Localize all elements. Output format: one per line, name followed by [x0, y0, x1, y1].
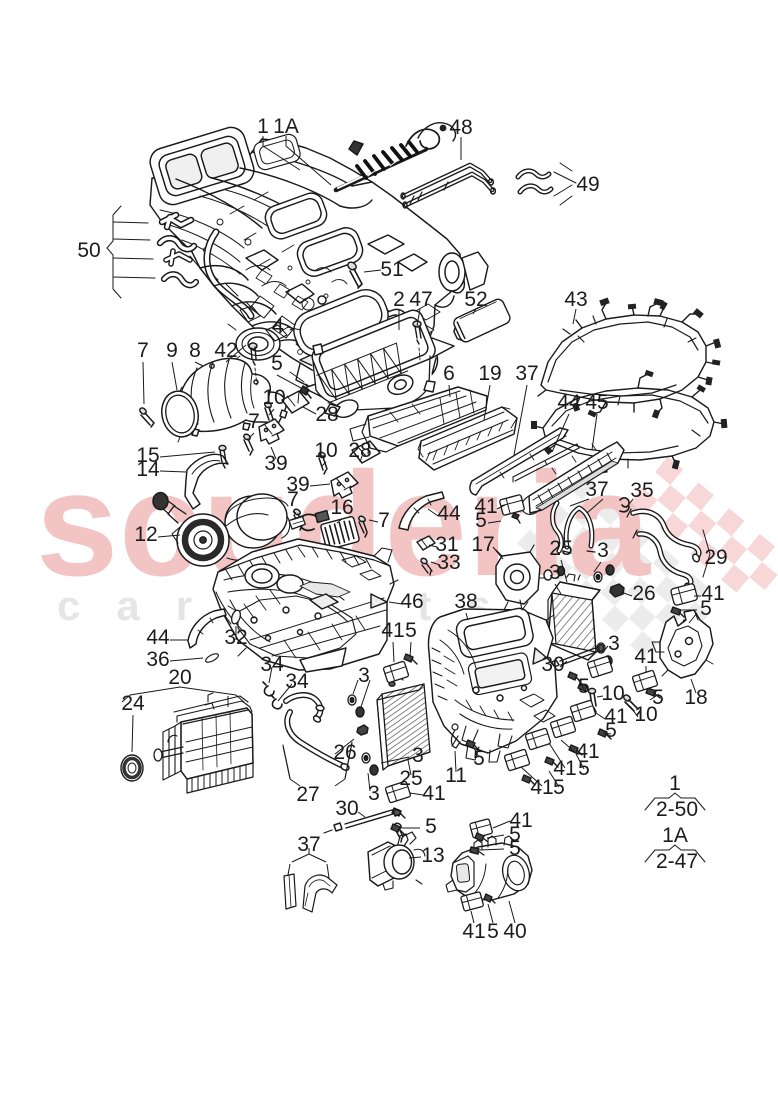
svg-text:34: 34	[260, 653, 284, 676]
svg-text:5: 5	[509, 837, 521, 860]
svg-text:44: 44	[557, 391, 581, 414]
svg-text:18: 18	[684, 686, 707, 709]
svg-text:5: 5	[405, 619, 417, 642]
svg-text:2: 2	[393, 288, 405, 311]
svg-text:30: 30	[541, 653, 564, 676]
svg-text:4: 4	[272, 315, 284, 338]
svg-text:5: 5	[473, 747, 485, 770]
svg-text:45: 45	[585, 391, 608, 414]
svg-text:29: 29	[704, 546, 727, 569]
svg-text:11: 11	[445, 764, 467, 787]
svg-text:5: 5	[553, 776, 565, 799]
svg-text:46: 46	[400, 590, 423, 613]
svg-text:42: 42	[214, 339, 237, 362]
svg-text:41: 41	[474, 495, 497, 518]
svg-text:48: 48	[449, 116, 472, 139]
svg-text:16: 16	[330, 496, 353, 519]
svg-text:7: 7	[378, 509, 390, 532]
svg-text:10: 10	[634, 703, 657, 726]
svg-text:40: 40	[503, 920, 526, 943]
svg-text:17: 17	[471, 533, 494, 556]
svg-text:3: 3	[597, 539, 609, 562]
svg-text:19: 19	[478, 362, 501, 385]
svg-text:43: 43	[564, 288, 587, 311]
svg-text:44: 44	[437, 502, 461, 525]
svg-text:41: 41	[701, 582, 724, 605]
svg-text:26: 26	[333, 741, 356, 764]
svg-text:15: 15	[136, 444, 159, 467]
svg-text:5: 5	[487, 920, 499, 943]
svg-text:52: 52	[464, 288, 487, 311]
svg-text:13: 13	[421, 844, 444, 867]
svg-text:5: 5	[578, 757, 590, 780]
svg-text:10: 10	[262, 386, 285, 409]
svg-text:41: 41	[634, 645, 657, 668]
svg-text:32: 32	[224, 626, 247, 649]
svg-text:27: 27	[296, 783, 319, 806]
svg-text:5: 5	[425, 815, 437, 838]
svg-text:20: 20	[168, 666, 191, 689]
svg-text:47: 47	[409, 288, 432, 311]
svg-text:31: 31	[435, 533, 458, 556]
svg-text:25: 25	[549, 537, 572, 560]
svg-text:3: 3	[549, 561, 561, 584]
svg-text:41: 41	[462, 920, 485, 943]
svg-text:1: 1	[669, 772, 681, 795]
svg-text:9: 9	[166, 339, 178, 362]
svg-text:44: 44	[146, 626, 170, 649]
svg-text:12: 12	[134, 523, 157, 546]
svg-text:1A: 1A	[662, 824, 688, 847]
svg-text:3: 3	[368, 782, 380, 805]
svg-text:8: 8	[189, 339, 201, 362]
svg-text:41: 41	[509, 809, 532, 832]
svg-text:24: 24	[121, 692, 145, 715]
svg-text:39: 39	[286, 473, 309, 496]
svg-text:3: 3	[358, 664, 370, 687]
svg-text:10: 10	[314, 439, 337, 462]
svg-text:37: 37	[515, 362, 538, 385]
svg-text:1: 1	[257, 115, 269, 138]
svg-text:5: 5	[475, 509, 487, 532]
svg-text:41: 41	[530, 776, 553, 799]
svg-text:7: 7	[137, 339, 149, 362]
svg-text:36: 36	[146, 648, 169, 671]
svg-text:37: 37	[585, 478, 608, 501]
svg-text:38: 38	[454, 590, 477, 613]
svg-text:41: 41	[604, 705, 627, 728]
svg-text:5: 5	[700, 597, 712, 620]
svg-text:25: 25	[399, 767, 422, 790]
svg-text:7: 7	[248, 410, 260, 433]
svg-text:41: 41	[422, 782, 445, 805]
svg-text:car: car	[57, 582, 228, 629]
svg-text:28: 28	[315, 403, 338, 426]
svg-text:3: 3	[608, 632, 620, 655]
svg-text:26: 26	[632, 582, 655, 605]
svg-text:51: 51	[380, 258, 403, 281]
svg-text:41: 41	[553, 757, 576, 780]
svg-text:37: 37	[297, 833, 320, 856]
svg-text:50: 50	[77, 239, 100, 262]
svg-text:5: 5	[509, 823, 521, 846]
svg-text:30: 30	[335, 797, 358, 820]
svg-text:2-50: 2-50	[656, 798, 698, 821]
svg-text:5: 5	[652, 686, 664, 709]
svg-text:10: 10	[601, 682, 624, 705]
svg-text:28: 28	[348, 439, 371, 462]
svg-text:35: 35	[630, 479, 653, 502]
svg-text:7: 7	[287, 488, 299, 511]
svg-text:1A: 1A	[273, 115, 299, 138]
svg-text:49: 49	[576, 173, 599, 196]
svg-text:41: 41	[576, 740, 599, 763]
svg-text:3: 3	[412, 744, 424, 767]
svg-text:5: 5	[271, 352, 283, 375]
svg-text:33: 33	[437, 551, 460, 574]
svg-text:39: 39	[264, 452, 287, 475]
svg-text:41: 41	[381, 619, 404, 642]
svg-text:5: 5	[605, 719, 617, 742]
svg-text:34: 34	[285, 670, 309, 693]
svg-text:2-47: 2-47	[656, 850, 698, 873]
svg-text:5: 5	[578, 675, 590, 698]
svg-text:14: 14	[136, 458, 160, 481]
svg-text:6: 6	[443, 362, 455, 385]
